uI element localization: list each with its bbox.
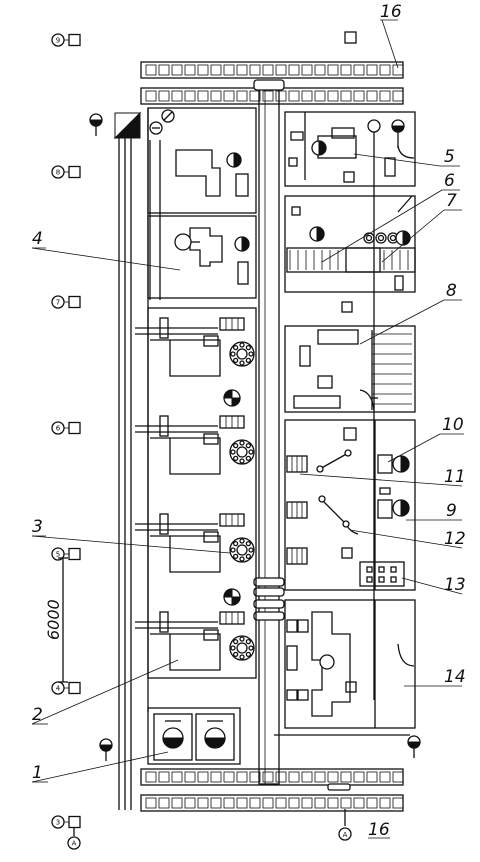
label-2: 2 bbox=[32, 705, 43, 725]
axis-label-a-left: A bbox=[72, 840, 77, 848]
balance-markers bbox=[223, 389, 241, 606]
label-11: 11 bbox=[444, 467, 466, 487]
machine-units bbox=[135, 317, 255, 671]
label-4: 4 bbox=[32, 229, 43, 249]
axis-square-a9 bbox=[68, 33, 81, 47]
label-10: 10 bbox=[442, 415, 464, 435]
axis-label-a3: 3 bbox=[56, 819, 60, 827]
axis-label-a6: 6 bbox=[56, 425, 61, 433]
axis-label-a5: 5 bbox=[56, 551, 60, 559]
lamp-posts bbox=[89, 113, 421, 761]
axis-label-a8: 8 bbox=[56, 169, 60, 177]
callouts: 16 16 5 6 7 8 10 11 9 12 13 bbox=[31, 2, 466, 840]
right-block bbox=[274, 111, 416, 736]
axis-square-a4 bbox=[68, 681, 81, 695]
label-9: 9 bbox=[446, 501, 457, 521]
axis-label-a7: 7 bbox=[56, 299, 60, 307]
axis-square-a7 bbox=[68, 295, 81, 309]
axis-label-a9: 9 bbox=[56, 37, 60, 45]
axis-a-right: A bbox=[343, 831, 348, 839]
axis-square-a5 bbox=[68, 547, 81, 561]
dimension-text: 6000 bbox=[44, 599, 63, 640]
bottom-conveyor bbox=[140, 768, 404, 812]
label-16-bottom: 16 bbox=[368, 820, 390, 840]
left-rails bbox=[113, 111, 142, 810]
axis-square-a3 bbox=[68, 815, 81, 829]
axis-bubble-a-left bbox=[67, 836, 81, 850]
left-block bbox=[147, 107, 257, 712]
label-16-top: 16 bbox=[380, 2, 402, 22]
axis-square-a6 bbox=[68, 421, 81, 435]
label-12: 12 bbox=[444, 529, 466, 549]
top-marker-square bbox=[344, 31, 357, 44]
label-5: 5 bbox=[444, 147, 455, 167]
label-8: 8 bbox=[446, 281, 457, 301]
label-1: 1 bbox=[32, 763, 43, 783]
label-7: 7 bbox=[446, 191, 457, 211]
dimension-6000: 6000 bbox=[44, 557, 68, 683]
axis-label-a4: 4 bbox=[56, 685, 61, 693]
axis-square-a8 bbox=[68, 165, 81, 179]
label-3: 3 bbox=[32, 517, 43, 537]
grid-axis-markers: 9 8 7 6 5 4 3A bbox=[51, 33, 81, 850]
label-6: 6 bbox=[444, 171, 455, 191]
label-14: 14 bbox=[444, 667, 466, 687]
label-13: 13 bbox=[444, 575, 466, 595]
control-cabinets bbox=[147, 707, 241, 765]
central-shaft bbox=[253, 79, 351, 791]
